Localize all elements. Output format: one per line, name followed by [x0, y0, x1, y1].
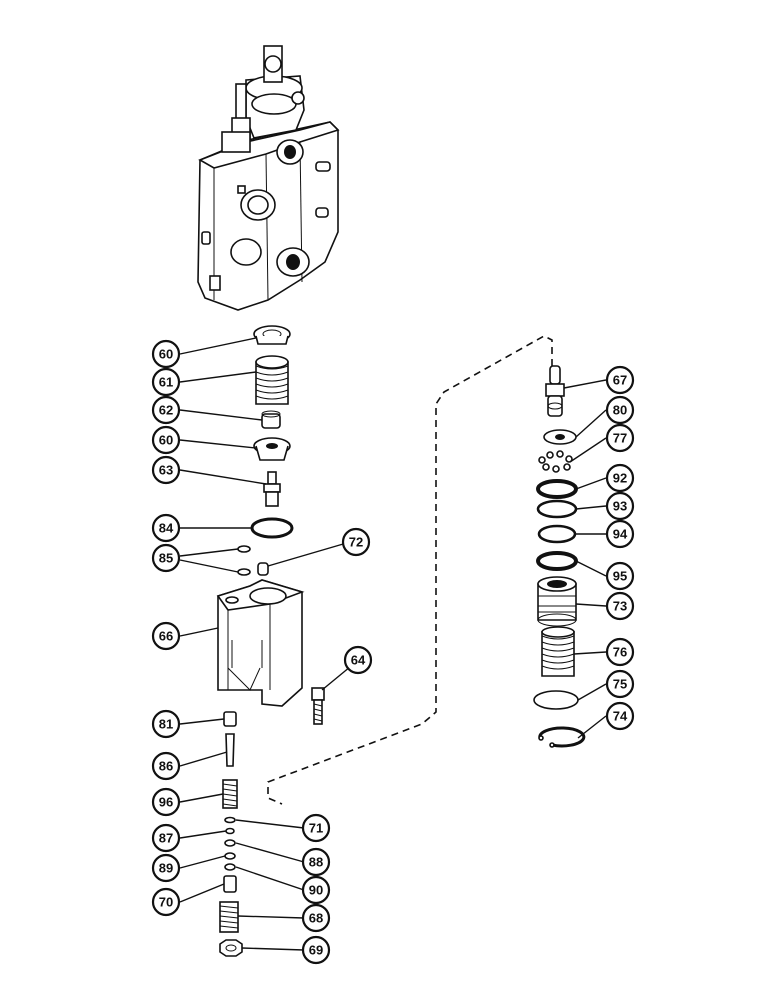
callout-76: 76	[605, 637, 635, 667]
svg-text:77: 77	[613, 431, 627, 446]
svg-text:66: 66	[159, 629, 173, 644]
svg-text:93: 93	[613, 499, 627, 514]
svg-text:88: 88	[309, 855, 323, 870]
callout-72: 72	[341, 527, 371, 557]
callout-87: 87	[151, 823, 181, 853]
svg-text:92: 92	[613, 471, 627, 486]
left-parts-stack	[216, 325, 325, 957]
cap-screw-part	[311, 687, 325, 725]
svg-text:86: 86	[159, 759, 173, 774]
svg-text:80: 80	[613, 403, 627, 418]
small-spring-part	[222, 779, 238, 809]
nut-part	[219, 939, 243, 957]
o-ring-large-part	[250, 517, 294, 539]
callout-96: 96	[151, 787, 181, 817]
callout-84: 84	[151, 513, 181, 543]
callout-62: 62	[151, 395, 181, 425]
adjusting-screw-part	[219, 901, 239, 933]
callout-70: 70	[151, 887, 181, 917]
callout-80: 80	[605, 395, 635, 425]
svg-text:63: 63	[159, 463, 173, 478]
callout-60-bottom: 60	[151, 425, 181, 455]
leader-lines	[179, 337, 607, 951]
svg-text:90: 90	[309, 883, 323, 898]
callout-90: 90	[301, 875, 331, 905]
plug-part	[257, 562, 269, 576]
balls-part	[538, 450, 573, 473]
callout-64: 64	[343, 645, 373, 675]
svg-text:61: 61	[159, 375, 173, 390]
svg-text:89: 89	[159, 861, 173, 876]
detent-sleeve-part	[537, 576, 577, 627]
callout-63: 63	[151, 455, 181, 485]
callout-93: 93	[605, 491, 635, 521]
callout-75: 75	[605, 669, 635, 699]
plate-part	[533, 690, 579, 710]
callout-69: 69	[301, 935, 331, 965]
svg-text:67: 67	[613, 373, 627, 388]
callout-95: 95	[605, 561, 635, 591]
svg-text:75: 75	[613, 677, 627, 692]
svg-text:84: 84	[159, 521, 174, 536]
seat-part	[223, 875, 237, 893]
svg-text:94: 94	[613, 527, 628, 542]
callout-68: 68	[301, 903, 331, 933]
snap-ring-part	[538, 726, 586, 748]
housing-part	[216, 579, 305, 707]
callout-92: 92	[605, 463, 635, 493]
svg-text:69: 69	[309, 943, 323, 958]
svg-text:64: 64	[351, 653, 366, 668]
callout-74: 74	[605, 701, 635, 731]
svg-text:87: 87	[159, 831, 173, 846]
callout-89: 89	[151, 853, 181, 883]
assembly-dashed-line	[267, 335, 553, 805]
spacer-part	[261, 413, 281, 429]
pin-part	[225, 733, 235, 767]
svg-text:73: 73	[613, 599, 627, 614]
callout-81: 81	[151, 709, 181, 739]
svg-text:60: 60	[159, 347, 173, 362]
spool-bolt-part	[263, 471, 281, 507]
callout-73: 73	[605, 591, 635, 621]
callout-66: 66	[151, 621, 181, 651]
callout-67: 67	[605, 365, 635, 395]
svg-text:95: 95	[613, 569, 627, 584]
callout-71: 71	[301, 813, 331, 843]
svg-text:96: 96	[159, 795, 173, 810]
right-parts-stack	[533, 365, 586, 748]
callout-86: 86	[151, 751, 181, 781]
callout-94: 94	[605, 519, 635, 549]
callout-77: 77	[605, 423, 635, 453]
detent-spring-part	[541, 626, 575, 677]
callout-85: 85	[151, 543, 181, 573]
callout-88: 88	[301, 847, 331, 877]
svg-text:85: 85	[159, 551, 173, 566]
valve-body-assembly	[197, 45, 340, 311]
svg-text:74: 74	[613, 709, 628, 724]
svg-text:68: 68	[309, 911, 323, 926]
svg-text:71: 71	[309, 821, 323, 836]
callout-60-top: 60	[151, 339, 181, 369]
svg-text:70: 70	[159, 895, 173, 910]
svg-text:81: 81	[159, 717, 173, 732]
svg-text:76: 76	[613, 645, 627, 660]
svg-text:62: 62	[159, 403, 173, 418]
spool-spring-part	[255, 355, 289, 405]
svg-text:60: 60	[159, 433, 173, 448]
callout-61: 61	[151, 367, 181, 397]
sleeve-part	[223, 711, 237, 727]
detent-plunger-part	[545, 365, 565, 417]
svg-text:72: 72	[349, 535, 363, 550]
